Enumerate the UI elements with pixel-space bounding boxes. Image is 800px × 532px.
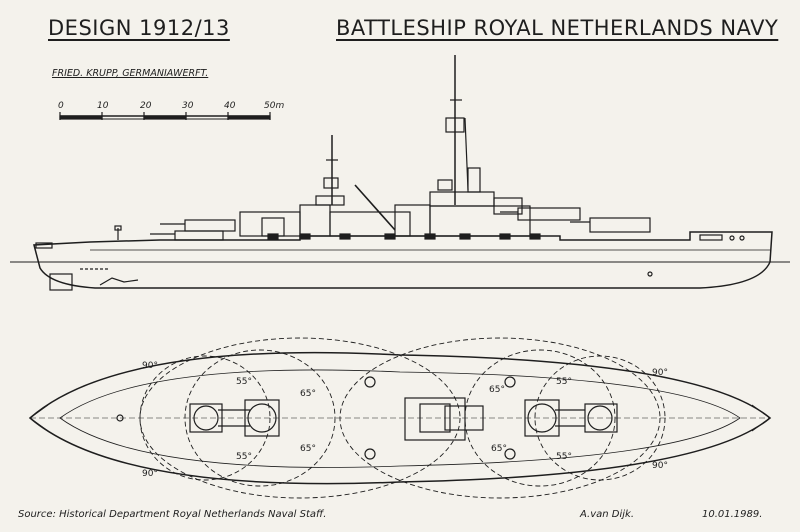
- side-profile: [33, 55, 773, 291]
- arc-label-55-top-left: 55°: [236, 377, 252, 387]
- arc-label-90-top-right: 90°: [652, 368, 668, 378]
- scale-label-0: 0: [58, 101, 64, 111]
- scale-label-10: 10: [97, 101, 109, 111]
- drawing-date: 10.01.1989.: [702, 509, 763, 520]
- main-title: BATTLESHIP ROYAL NETHERLANDS NAVY: [336, 16, 779, 40]
- arc-label-65-top-left: 65°: [300, 389, 316, 399]
- scale-label-50m: 50m: [264, 101, 285, 111]
- scale-bar: [59, 112, 271, 120]
- author-credit: A.van Dijk.: [580, 509, 634, 520]
- arc-label-55-bottom-left: 55°: [236, 452, 252, 462]
- arc-label-90-top-left: 90°: [142, 361, 158, 371]
- scale-label-30: 30: [182, 101, 194, 111]
- arc-label-90-bottom-right: 90°: [652, 461, 668, 471]
- source-credit: Source: Historical Department Royal Neth…: [18, 509, 327, 520]
- arc-label-65-bottom-left: 65°: [300, 444, 316, 454]
- arc-label-65-top-right: 65°: [489, 385, 505, 395]
- plan-view: [28, 337, 772, 499]
- builder-label: FRIED. KRUPP, GERMANIAWERFT.: [52, 68, 209, 79]
- arc-label-65-bottom-right: 65°: [491, 444, 507, 454]
- arc-label-55-top-right: 55°: [556, 377, 572, 387]
- design-title: DESIGN 1912/13: [48, 16, 230, 40]
- scale-label-20: 20: [140, 101, 152, 111]
- arc-label-55-bottom-right: 55°: [556, 452, 572, 462]
- scale-label-40: 40: [224, 101, 236, 111]
- arc-label-90-bottom-left: 90°: [142, 469, 158, 479]
